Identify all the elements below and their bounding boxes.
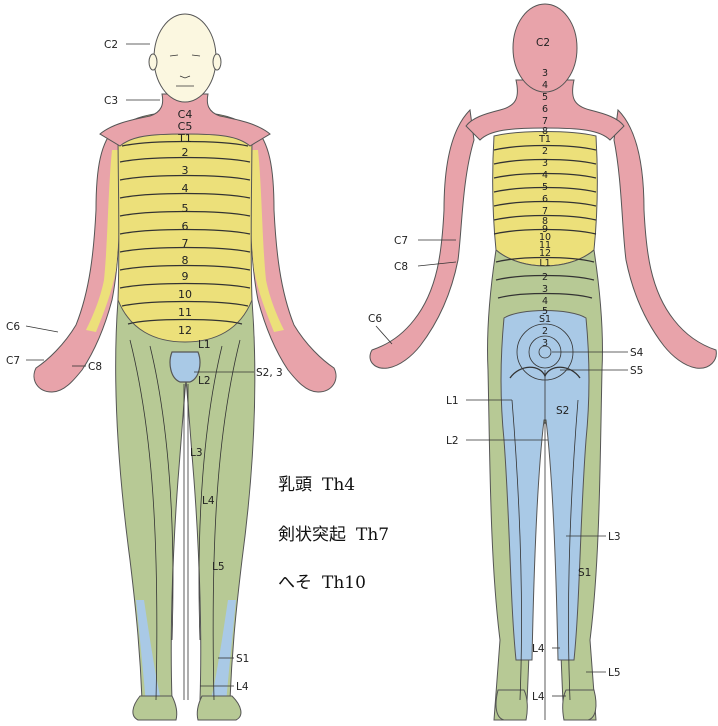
- front-foot-right: [197, 696, 241, 720]
- back-label-l4-low: L4: [532, 691, 545, 703]
- back-label-c6: C6: [368, 313, 382, 325]
- back-label-l2: L2: [446, 435, 459, 447]
- front-band-2: T1: [177, 132, 192, 145]
- back-thoracic-band-3: 4: [542, 170, 548, 181]
- front-label-c6: C6: [6, 321, 20, 333]
- front-band-8: 7: [182, 237, 189, 250]
- back-foot-left: [496, 690, 527, 720]
- landmark-name: 乳頭: [278, 475, 312, 495]
- back-neck-band-3: 6: [542, 104, 548, 115]
- back-sacral-band-2: 3: [542, 338, 548, 349]
- back-neck-band-2: 5: [542, 92, 548, 103]
- back-arm-right: [614, 110, 716, 368]
- landmark-note-2: へそ Th10: [278, 573, 366, 593]
- front-groin: [170, 352, 200, 382]
- front-band-6: 5: [182, 202, 189, 215]
- back-label-c8: C8: [394, 261, 408, 273]
- front-head: [154, 14, 216, 102]
- back-sacral-band-0: S1: [539, 314, 551, 325]
- front-band-10: 9: [182, 270, 189, 283]
- front-band-12: 11: [178, 306, 192, 319]
- back-lumbar-band-0: L1: [539, 258, 550, 269]
- back-thoracic-band-1: 2: [542, 146, 548, 157]
- front-band-4: 3: [182, 164, 189, 177]
- front-label-c7: C7: [6, 355, 20, 367]
- back-neck-band-0: 3: [542, 68, 548, 79]
- front-label-s23: S2, 3: [256, 367, 283, 379]
- back-label-s5: S5: [630, 365, 643, 377]
- back-thoracic-band-2: 3: [542, 158, 548, 169]
- front-label-l2: L2: [198, 375, 211, 387]
- front-label-c3: C3: [104, 95, 118, 107]
- back-lumbar-band-2: 3: [542, 284, 548, 295]
- front-band-11: 10: [178, 288, 192, 301]
- front-band-13: 12: [178, 324, 192, 337]
- landmark-name: 剣状突起: [278, 525, 346, 545]
- back-arm-left: [370, 110, 474, 368]
- back-label-l4: L4: [532, 643, 545, 655]
- back-label-s1: S1: [578, 567, 591, 579]
- back-thoracic-band-0: T1: [538, 134, 551, 145]
- front-band-7: 6: [182, 220, 189, 233]
- front-band-5: 4: [182, 182, 189, 195]
- back-thoracic-band-5: 6: [542, 194, 548, 205]
- front-label-c8: C8: [88, 361, 102, 373]
- landmark-note-1: 剣状突起 Th7: [278, 525, 389, 545]
- back-lumbar-band-1: 2: [542, 272, 548, 283]
- back-label-c7: C7: [394, 235, 408, 247]
- front-band-9: 8: [182, 254, 189, 267]
- landmark-level: Th4: [322, 475, 355, 495]
- back-label-s4: S4: [630, 347, 644, 359]
- back-thoracic-band-4: 5: [542, 182, 548, 193]
- back-label-l1: L1: [446, 395, 459, 407]
- front-label-l4: L4: [202, 495, 215, 507]
- landmark-note-0: 乳頭 Th4: [278, 475, 355, 495]
- back-label-s2: S2: [556, 405, 569, 417]
- back-label-c2: C2: [536, 37, 550, 49]
- front-label-l3: L3: [190, 447, 203, 459]
- landmark-name: へそ: [278, 573, 312, 593]
- back-foot-right: [563, 690, 596, 720]
- front-foot-left: [133, 696, 177, 720]
- landmark-level: Th7: [356, 525, 389, 545]
- back-neck-band-1: 4: [542, 80, 548, 91]
- front-label-l5: L5: [212, 561, 225, 573]
- front-label-l4-foot: L4: [236, 681, 249, 693]
- back-sacral-band-1: 2: [542, 326, 548, 337]
- front-band-3: 2: [182, 146, 189, 159]
- back-figure: 345678T123456789101112L12345S123 C2 C7 C…: [368, 4, 716, 720]
- front-label-l1: L1: [198, 339, 211, 351]
- landmark-level: Th10: [322, 573, 366, 593]
- landmark-notes: 乳頭 Th4 剣状突起 Th7 へそ Th10: [278, 475, 389, 593]
- back-label-l3: L3: [608, 531, 621, 543]
- back-label-l5: L5: [608, 667, 621, 679]
- front-label-c2: C2: [104, 39, 118, 51]
- front-label-s1: S1: [236, 653, 249, 665]
